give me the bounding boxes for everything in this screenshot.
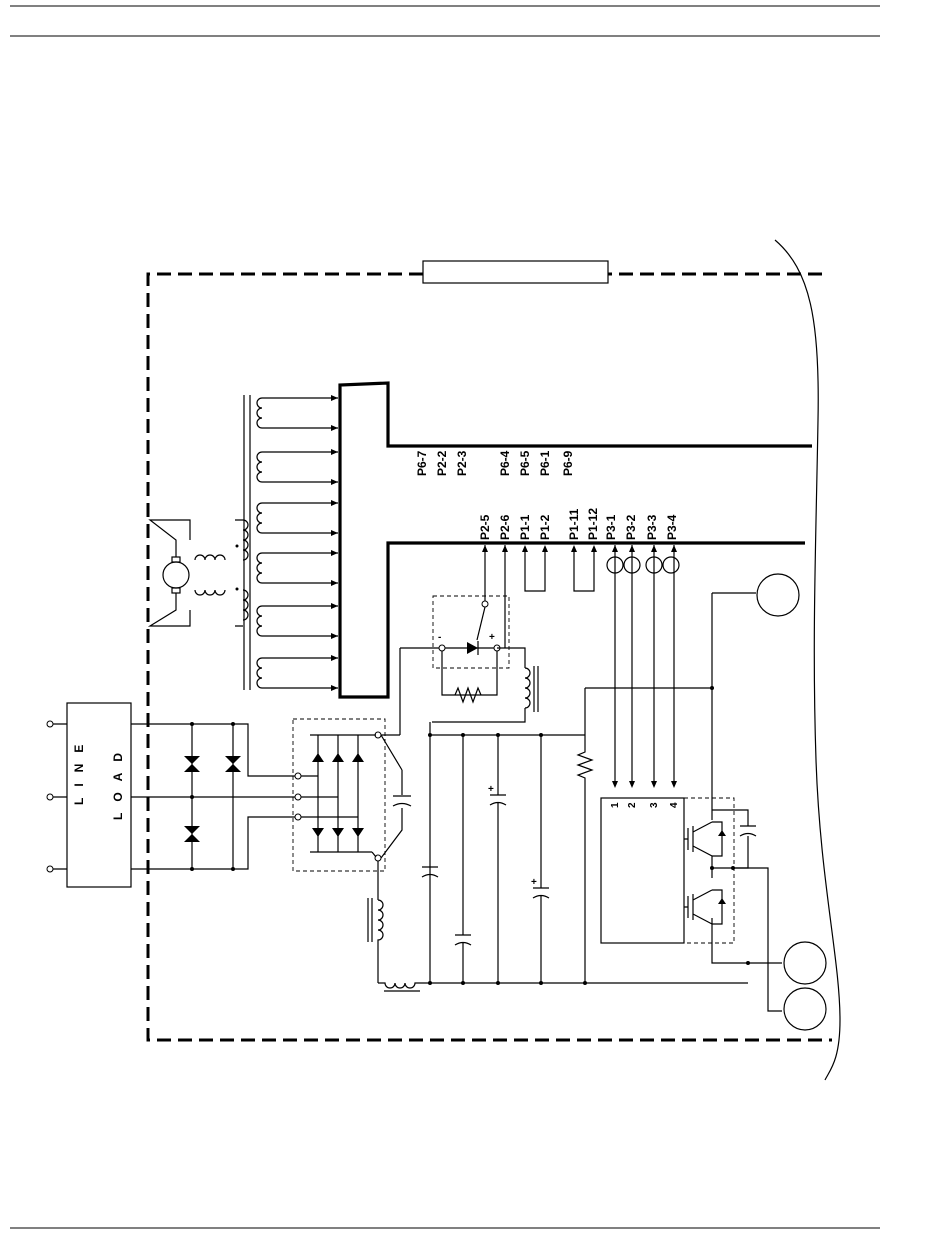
module-pin: 4 xyxy=(669,802,680,808)
connector-pins-upper: P6-7 P2-2 P2-3 P6-4 P6-5 P6-1 P6-9 xyxy=(415,450,575,476)
module-pin: 3 xyxy=(649,802,660,808)
line-label: LINE xyxy=(72,734,86,805)
pin-label: P1-1 xyxy=(518,514,532,540)
pin-label: P6-4 xyxy=(498,450,512,476)
module-pin: 1 xyxy=(610,802,621,808)
rectifier-bridge xyxy=(293,719,411,871)
polarity-minus: - xyxy=(438,632,441,643)
connector-jumpers xyxy=(522,545,679,788)
svg-text:+: + xyxy=(531,877,537,888)
transformer-secondaries xyxy=(244,395,338,691)
output-terminal-top xyxy=(757,574,799,616)
pin-label: P6-5 xyxy=(518,450,532,476)
module-pin: 2 xyxy=(627,802,638,808)
enclosure-boundary xyxy=(148,240,840,1080)
pin-label: P1-2 xyxy=(538,514,552,540)
pin-label: P2-2 xyxy=(435,450,449,476)
scr-module: - + xyxy=(400,545,538,735)
pin-label: P3-4 xyxy=(665,514,679,540)
fan-motor xyxy=(150,520,248,626)
pin-label: P6-9 xyxy=(561,450,575,476)
pin-label: P3-1 xyxy=(604,514,618,540)
pin-label: P6-7 xyxy=(415,450,429,476)
load-label: LOAD xyxy=(111,742,125,820)
svg-text:+: + xyxy=(488,784,494,795)
output-terminal-mid xyxy=(784,942,826,984)
pin-label: P3-3 xyxy=(645,514,659,540)
pin-label: P1-12 xyxy=(586,508,600,540)
polarity-plus: + xyxy=(489,632,495,643)
pin-label: P3-2 xyxy=(624,514,638,540)
pin-label: P1-11 xyxy=(567,508,581,540)
igbt-driver-module: 1 2 3 4 xyxy=(601,593,782,1011)
line-load-block: LINE LOAD xyxy=(47,703,296,887)
title-box xyxy=(423,261,608,283)
pin-label: P2-5 xyxy=(478,514,492,540)
dc-bus: + + xyxy=(368,686,748,991)
output-terminal-bottom xyxy=(784,988,826,1030)
pin-label: P6-1 xyxy=(538,450,552,476)
connector-pins-lower: P2-5 P2-6 P1-1 P1-2 P1-11 P1-12 P3-1 P3-… xyxy=(478,508,679,540)
pin-label: P2-3 xyxy=(455,450,469,476)
pin-label: P2-6 xyxy=(498,514,512,540)
